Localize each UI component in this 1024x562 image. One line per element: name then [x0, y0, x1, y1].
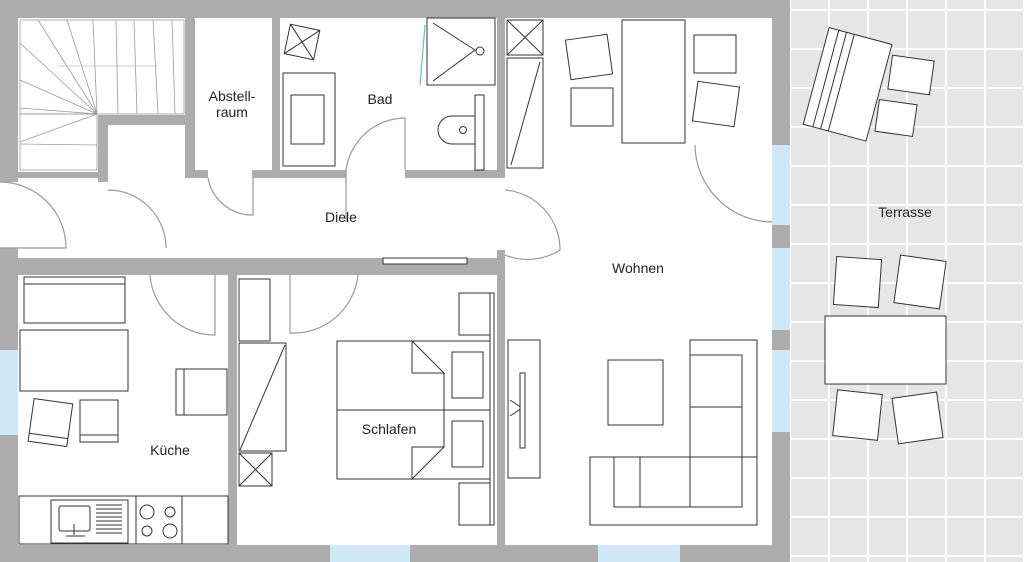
sofa [589, 339, 758, 526]
windows [0, 145, 790, 562]
label-terrasse: Terrasse [878, 204, 932, 220]
label-wohnen: Wohnen [612, 260, 664, 276]
toilet [437, 115, 476, 145]
label-kueche: Küche [150, 442, 190, 458]
abstellraum [195, 18, 272, 170]
kitchen-table [19, 329, 129, 392]
bathtub [282, 72, 336, 167]
closet [108, 125, 185, 165]
label-bad: Bad [368, 91, 393, 107]
dining-table [621, 19, 686, 144]
label-abstellraum: Abstell- [209, 88, 256, 104]
shower [426, 17, 496, 86]
radiator [382, 257, 468, 265]
door-swings [0, 117, 773, 336]
coffee-table [607, 359, 664, 426]
staircase [19, 19, 185, 171]
label-schlafen: Schlafen [362, 421, 416, 437]
label-diele: Diele [325, 209, 357, 225]
room-labels: Abstell- raum Bad Diele Küche Schlafen W… [150, 88, 932, 458]
bedroom-furniture [238, 278, 495, 526]
bathroom-fixtures [282, 17, 496, 171]
stair-room [18, 18, 185, 115]
living-furniture [506, 19, 758, 526]
stove [135, 495, 183, 545]
terrace-table [824, 315, 947, 385]
kitchen-furniture [18, 276, 229, 545]
terrace-furniture [802, 27, 947, 445]
label-abstellraum-2: raum [216, 104, 248, 120]
